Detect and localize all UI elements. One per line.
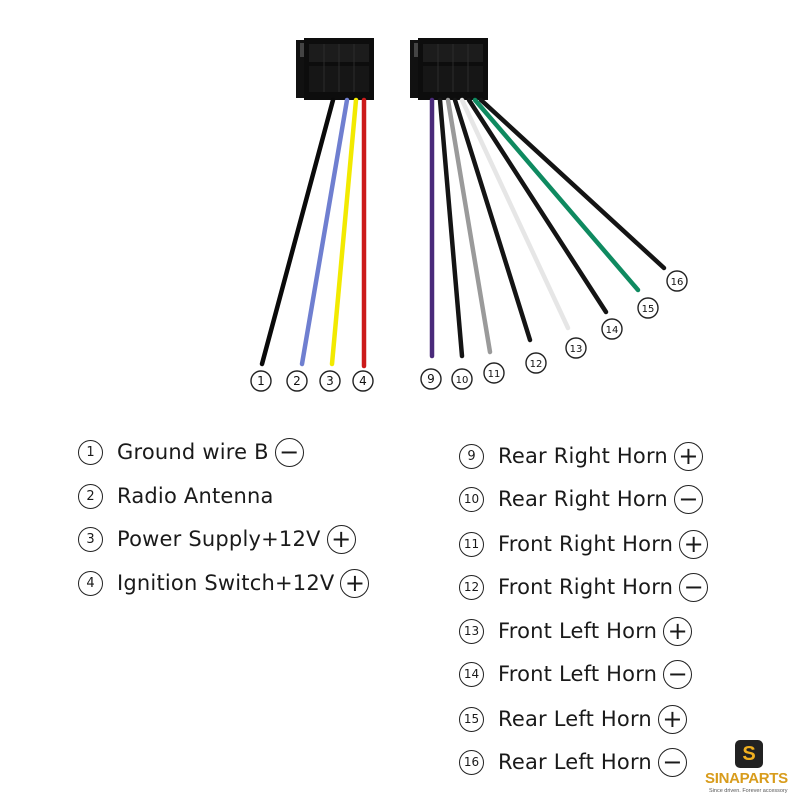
wire-badge-label: 12 [530, 359, 543, 370]
legend-number-badge: 16 [459, 749, 484, 775]
wire-1 [259, 97, 336, 367]
brand-logo: S SINAPARTS Since driven. Forever access… [705, 740, 797, 800]
legend-number-badge: 15 [459, 706, 484, 732]
legend-label: Rear Right Horn [498, 444, 668, 468]
legend-label: Front Right Horn [498, 532, 674, 556]
plus-icon: + [657, 704, 687, 734]
wire-badge-9: 9 [420, 368, 442, 390]
wire-badge-label: 11 [488, 369, 501, 380]
logo-name: SINAPARTS [705, 770, 788, 787]
minus-icon: − [274, 437, 304, 467]
legend-label: Power Supply+12V [117, 527, 321, 551]
wire-badge-16: 16 [666, 270, 688, 292]
legend-label: Ignition Switch+12V [117, 571, 335, 595]
plus-icon: + [673, 441, 703, 471]
legend-right-item-12: 12 Front Right Horn− [459, 571, 709, 603]
wire-badge-label: 4 [359, 374, 367, 388]
wire-badge-label: 13 [570, 344, 583, 355]
wire-badge-label: 9 [427, 372, 435, 386]
left-connector [296, 38, 374, 100]
legend-number-badge: 13 [459, 618, 484, 644]
legend-number-badge: 12 [459, 574, 484, 600]
plus-icon: + [326, 524, 356, 554]
legend-left-item-2: 2 Radio Antenna [78, 480, 274, 512]
wire-12 [452, 97, 533, 343]
minus-icon: − [663, 659, 693, 689]
wire-14 [466, 97, 609, 315]
wire-13 [459, 97, 571, 331]
right-connector [410, 38, 488, 100]
legend-left-item-3: 3 Power Supply+12V+ [78, 523, 356, 555]
wire-badge-13: 13 [565, 337, 587, 359]
legend-right-item-11: 11 Front Right Horn+ [459, 528, 709, 560]
wire-badge-14: 14 [601, 318, 623, 340]
legend-label: Rear Left Horn [498, 707, 652, 731]
legend-label: Front Right Horn [498, 575, 674, 599]
logo-icon: S [735, 740, 763, 768]
wire-badge-15: 15 [637, 297, 659, 319]
wire-badge-label: 15 [642, 304, 655, 315]
legend-right-item-14: 14 Front Left Horn− [459, 658, 693, 690]
logo-tagline: Since driven. Forever accessory [709, 788, 788, 794]
wire-10 [437, 97, 465, 359]
plus-icon: + [340, 568, 370, 598]
wire-badge-label: 2 [293, 374, 301, 388]
legend-number-badge: 10 [459, 486, 484, 512]
wire-badge-label: 16 [671, 277, 684, 288]
legend-number-badge: 4 [78, 570, 103, 596]
wire-badge-label: 10 [456, 375, 469, 386]
wire-badge-10: 10 [451, 368, 473, 390]
wire-badge-3: 3 [319, 370, 341, 392]
wire-badge-11: 11 [483, 362, 505, 384]
wire-badge-4: 4 [352, 370, 374, 392]
legend-right-item-15: 15 Rear Left Horn+ [459, 703, 687, 735]
legend-right-item-13: 13 Front Left Horn+ [459, 615, 693, 647]
wire-16 [478, 97, 667, 271]
legend-label: Front Left Horn [498, 619, 658, 643]
minus-icon: − [679, 572, 709, 602]
plus-icon: + [679, 529, 709, 559]
wire-badge-label: 14 [606, 325, 619, 336]
legend-number-badge: 9 [459, 443, 484, 469]
wire-badge-12: 12 [525, 352, 547, 374]
wire-11 [445, 97, 493, 355]
wire-15 [472, 97, 641, 293]
minus-icon: − [673, 484, 703, 514]
legend-number-badge: 1 [78, 439, 103, 465]
legend-right-item-9: 9 Rear Right Horn+ [459, 440, 703, 472]
legend-left-item-4: 4 Ignition Switch+12V+ [78, 567, 370, 599]
legend-left-item-1: 1 Ground wire B− [78, 436, 304, 468]
legend-number-badge: 3 [78, 526, 103, 552]
legend-number-badge: 14 [459, 661, 484, 687]
legend-label: Radio Antenna [117, 484, 274, 508]
wire-3 [329, 97, 359, 367]
legend-label: Rear Left Horn [498, 750, 652, 774]
legend-right-item-10: 10 Rear Right Horn− [459, 483, 703, 515]
legend-number-badge: 2 [78, 483, 103, 509]
wire-badge-2: 2 [286, 370, 308, 392]
legend-number-badge: 11 [459, 531, 484, 557]
wires [259, 97, 667, 369]
legend-label: Ground wire B [117, 440, 269, 464]
legend-right-item-16: 16 Rear Left Horn− [459, 746, 687, 778]
wire-badge-label: 3 [326, 374, 334, 388]
minus-icon: − [657, 747, 687, 777]
legend-label: Rear Right Horn [498, 487, 668, 511]
plus-icon: + [663, 616, 693, 646]
wire-2 [299, 97, 350, 367]
legend-label: Front Left Horn [498, 662, 658, 686]
wire-badge-label: 1 [257, 374, 265, 388]
wire-badge-1: 1 [250, 370, 272, 392]
